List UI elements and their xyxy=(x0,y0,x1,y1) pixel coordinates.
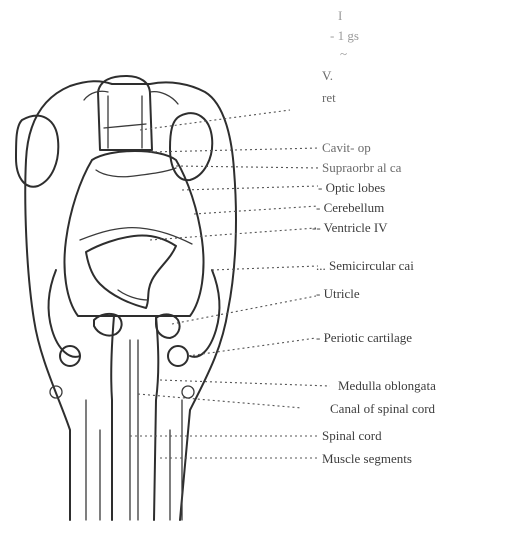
ventricle-iv xyxy=(118,290,148,300)
label-top-c: ~ xyxy=(340,46,347,61)
leader-cavity xyxy=(150,148,320,152)
spinal-canal xyxy=(130,340,138,520)
label-muscle-segments: Muscle segments xyxy=(322,451,412,466)
label-spinal-cord: Spinal cord xyxy=(322,428,382,443)
label-utricle: - Utricle xyxy=(316,286,360,301)
optic-lobes-inner xyxy=(80,168,192,244)
label-periotic: - Periotic cartilage xyxy=(316,330,412,345)
leader-lines xyxy=(130,110,330,458)
label-canal-spinal: Canal of spinal cord xyxy=(330,401,436,416)
leader-canal xyxy=(138,394,302,408)
label-medulla: Medulla oblongata xyxy=(338,378,436,393)
medulla-right xyxy=(154,316,158,520)
label-top-b: - 1 gs xyxy=(330,28,359,43)
label-optic-lobes: - Optic lobes xyxy=(318,180,385,195)
leader-periotic xyxy=(188,338,316,356)
leader-ret xyxy=(140,110,290,130)
specimen-drawing xyxy=(16,76,236,520)
medulla-oblongata xyxy=(111,316,114,520)
left-eye-outline xyxy=(16,116,58,187)
forebrain-inner xyxy=(104,96,146,148)
label-top-e: ret xyxy=(322,90,336,105)
leader-medulla xyxy=(160,380,330,386)
label-top-d: V. xyxy=(322,68,333,83)
label-supraorbital: Supraorbr al ca xyxy=(322,160,402,175)
right-periotic xyxy=(168,346,188,366)
leader-cerebellum xyxy=(194,206,318,214)
muscle-segments xyxy=(86,400,182,520)
label-top-a: I xyxy=(338,8,342,23)
forebrain-outline xyxy=(98,76,152,150)
leader-semicircular xyxy=(212,266,318,270)
label-cerebellum: - Cerebellum xyxy=(316,200,384,215)
label-ventricle-iv: -- Ventricle IV xyxy=(312,220,388,235)
labels: I - 1 gs ~ V. ret Cavit- op Supraorbr al… xyxy=(312,8,436,466)
utricle xyxy=(94,314,180,338)
leader-optic-lobes xyxy=(182,186,318,190)
label-cavity: Cavit- op xyxy=(322,140,371,155)
right-periotic-small xyxy=(182,386,194,398)
label-semicircular: ... Semicircular cai xyxy=(316,258,414,273)
leader-supraorbital xyxy=(176,166,320,168)
leader-ventricle-iv xyxy=(150,228,316,240)
right-semicircular-canal xyxy=(190,270,219,357)
